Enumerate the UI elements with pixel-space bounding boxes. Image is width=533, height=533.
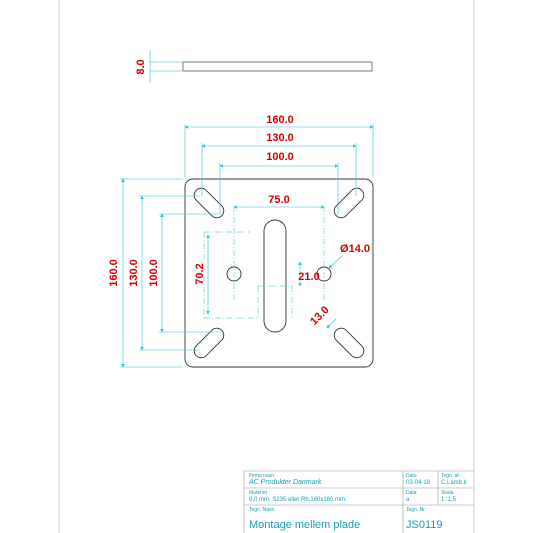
title-date-value: 03-04-18 [406,480,431,486]
slot-top-right [333,187,365,219]
title-material-value: 8,0 mm. S235 eller Rh.160x160 mm. [249,497,347,503]
side-view: 8.0 [135,50,373,83]
title-block [243,470,474,533]
dim-offset-21: 21.0 [298,271,319,283]
title-qty-value: a [406,497,410,503]
dim-height-70: 70.2 [194,263,206,284]
plate-outline [184,178,374,368]
horizontal-dimensions [184,124,374,215]
title-drawn-by-label: Tegn. af. [441,473,460,479]
slot-bottom-right [333,327,365,359]
dim-thickness: 8.0 [135,59,147,74]
title-drawing-name-label: Tegn. Navn. [249,507,276,513]
slot-bottom-left [193,327,225,359]
vertical-dimensions [120,178,343,368]
dim-width-130: 130.0 [266,132,294,144]
dim-height-160: 160.0 [108,259,120,287]
title-scale-label: Skala [441,490,454,496]
title-qty-label: Data [406,490,417,496]
dim-width-160: 160.0 [266,114,294,126]
title-firm-name: AC Produkter Danmark [248,479,322,486]
slot-center [263,219,287,333]
title-drawing-no-label: Tegn. Nr. [406,507,426,513]
dim-width-75: 75.0 [268,194,289,206]
side-view-plate [182,61,373,72]
title-scale-value: 1 :1,5 [441,497,457,503]
title-drawn-by-value: C.Lamb.k [441,480,468,486]
title-drawing-no: JS0119 [406,519,443,531]
title-date-label: Dato [406,473,417,479]
dim-diameter: Ø14.0 [340,243,370,255]
top-view [184,178,374,368]
dim-height-130: 130.0 [128,259,140,287]
dim-width-100: 100.0 [266,151,294,163]
dim-slot-width: 13.0 [308,304,332,328]
title-firm-label: Firma navn [249,473,274,479]
slot-top-left [193,187,225,219]
title-drawing-name: Montage mellem plade [249,519,360,531]
title-material-label: Materiel [249,490,267,496]
dim-height-100: 100.0 [148,259,160,287]
